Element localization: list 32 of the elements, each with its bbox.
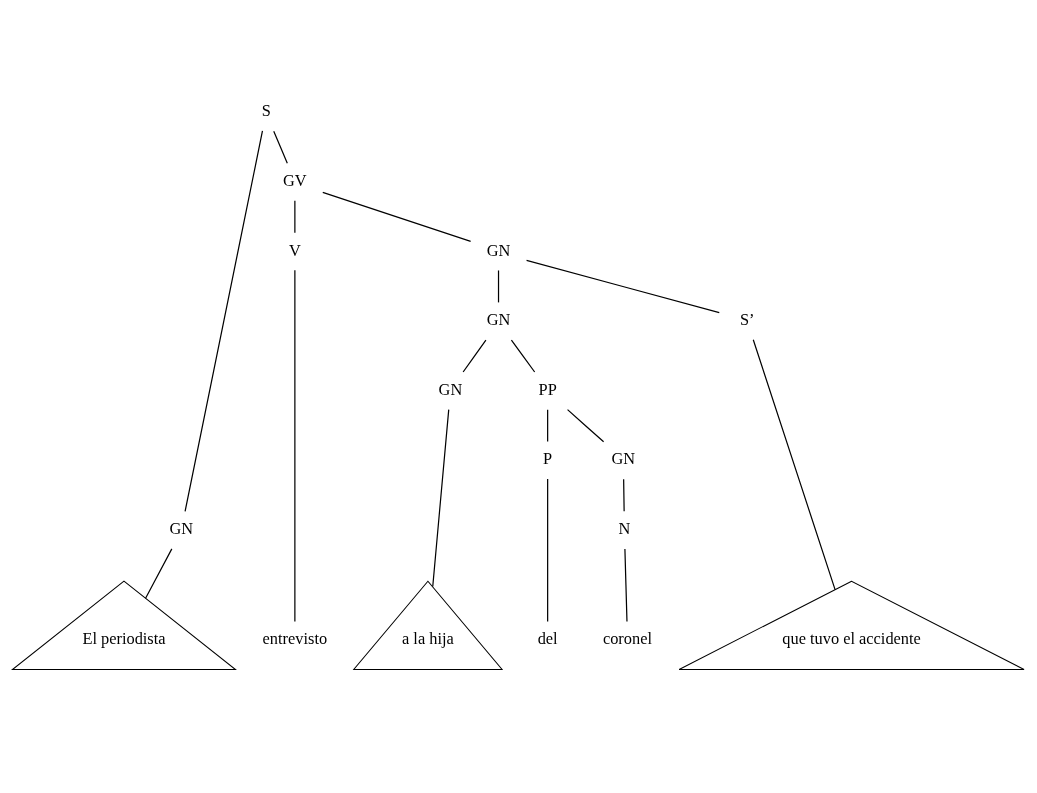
node-text: S [261,101,271,121]
node-text: GN [611,449,636,469]
node-text: GN [169,518,194,538]
connector [184,130,264,512]
connector [497,269,500,303]
node-text: V [288,240,301,260]
node-text: GV [283,170,307,190]
node-text: GN [486,240,511,260]
node-text: P [543,449,553,469]
connector [432,409,450,588]
connector [294,269,296,623]
connector [566,409,605,443]
node-text: entrevisto [262,628,328,648]
connector [752,339,836,591]
connector [462,339,487,373]
node-text: GN [438,379,463,399]
connector [322,191,472,243]
connector [547,409,549,443]
node-text: N [618,518,631,538]
node-text: coronel [602,628,652,648]
connector [547,478,549,623]
connector [144,548,173,599]
connector [624,548,628,623]
connector [623,478,625,512]
node-text: del [537,628,558,648]
connector [510,339,536,373]
node-text: GN [486,310,511,330]
connector [273,130,288,164]
connector [294,200,296,234]
node-text: PP [538,379,557,399]
connector [525,259,720,314]
node-text: S’ [739,310,755,330]
